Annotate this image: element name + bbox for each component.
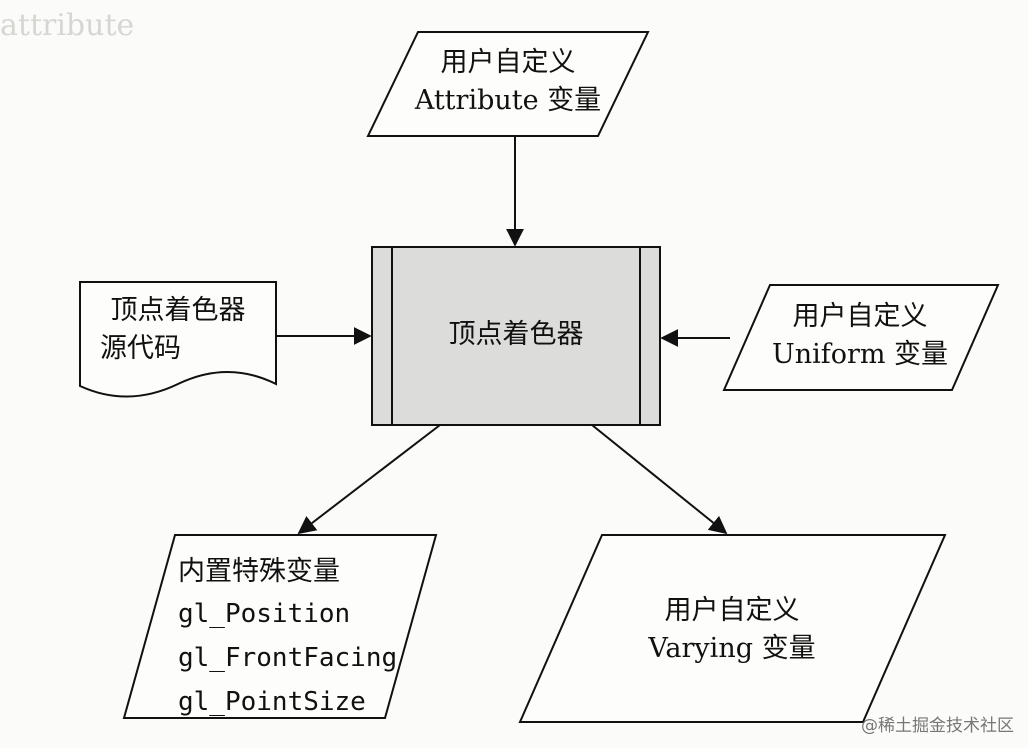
builtin-var: gl_PointSize — [178, 687, 366, 717]
uniform-node-line1: 用户自定义 — [792, 301, 928, 332]
attribute-node-label: 用户自定义 Attribute 变量 — [398, 44, 618, 120]
source-code-node-line1: 顶点着色器 — [110, 295, 246, 326]
builtin-var: gl_FrontFacing — [178, 643, 398, 673]
watermark: @稀土掘金技术社区 — [861, 716, 1014, 736]
builtin-var: gl_Position — [178, 599, 351, 629]
attribute-node-line2: Attribute 变量 — [414, 85, 602, 116]
arrow-shader-to-varying — [591, 424, 728, 535]
builtin-node-shape — [122, 534, 438, 719]
vertex-shader-node-shape — [371, 246, 661, 426]
source-code-node-line2: 源代码 — [100, 333, 181, 364]
source-code-node-shape — [79, 281, 277, 398]
attribute-node-line1: 用户自定义 — [440, 47, 576, 78]
uniform-node-label: 用户自定义 Uniform 变量 — [750, 298, 970, 374]
vertex-shader-node-label: 顶点着色器 — [448, 319, 584, 350]
builtin-node-label: 内置特殊变量 gl_Position gl_FrontFacing gl_Poi… — [178, 552, 397, 724]
source-code-node-label: 顶点着色器 源代码 — [80, 292, 276, 368]
varying-node-line2: Varying 变量 — [648, 633, 816, 664]
varying-node-line1: 用户自定义 — [664, 595, 800, 626]
uniform-node-line2: Uniform 变量 — [771, 339, 949, 370]
attribute-node-shape — [366, 31, 650, 137]
arrow-shader-to-builtin — [297, 424, 441, 535]
varying-node-label: 用户自定义 Varying 变量 — [622, 592, 842, 668]
varying-node-shape — [518, 534, 947, 723]
uniform-node-shape — [722, 284, 1000, 391]
background-text-line: attribute — [0, 8, 135, 43]
builtin-node-title: 内置特殊变量 — [178, 556, 340, 587]
